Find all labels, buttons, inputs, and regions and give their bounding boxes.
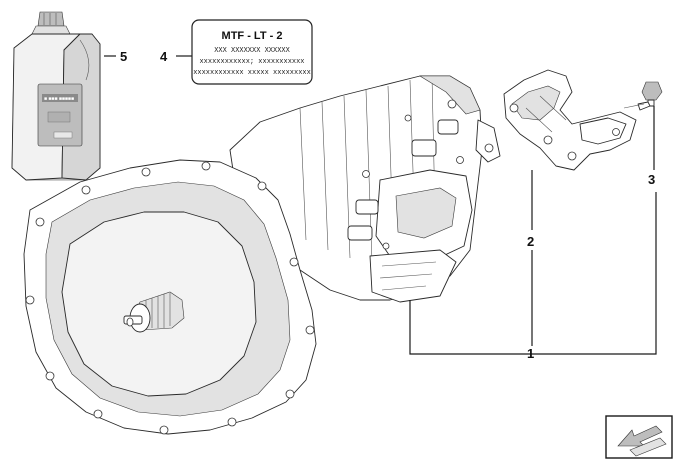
leader-bracket-1 [409, 192, 657, 355]
oil-label-line-2: xxxxxxxxxxxx; xxxxxxxxxxx [199, 58, 304, 66]
oil-bottle[interactable]: ■ ■■■ ■■■■■ [11, 11, 101, 181]
oil-label-line-1: XXX XXXXXXX XXXXXX [214, 47, 290, 55]
callout-5[interactable]: 5 [120, 49, 127, 64]
bottle-label-text: ■ ■■■ ■■■■■ [44, 96, 74, 102]
hex-bolt[interactable] [623, 81, 663, 111]
oil-label-sticker[interactable]: MTF - LT - 2 XXX XXXXXXX XXXXXX xxxxxxxx… [191, 19, 313, 85]
oil-label-line-3: xxxxxxxxxxxx xxxxx xxxxxxxxx [193, 69, 311, 77]
oil-label-title: MTF - LT - 2 [222, 30, 283, 42]
callout-1[interactable]: 1 [527, 346, 534, 361]
transmission-assembly[interactable] [23, 75, 501, 435]
navigation-arrow-button[interactable] [605, 415, 673, 459]
callout-4[interactable]: 4 [160, 49, 168, 64]
callout-3[interactable]: 3 [648, 172, 655, 187]
transmission-mount-bracket[interactable] [503, 69, 637, 171]
callout-2[interactable]: 2 [527, 234, 534, 249]
